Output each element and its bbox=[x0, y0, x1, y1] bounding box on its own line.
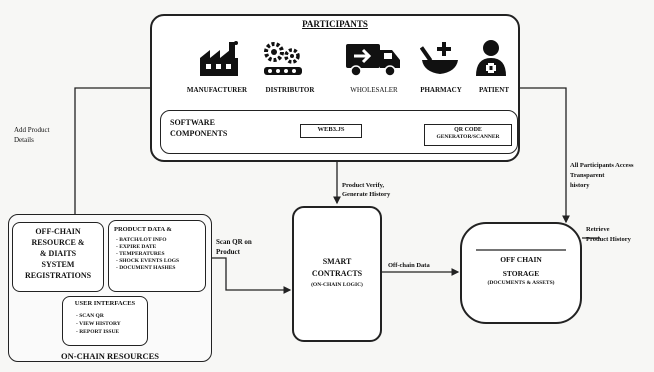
user-interface-item: - VIEW HISTORY bbox=[76, 321, 121, 327]
onchain-resources-label: ON-CHAIN RESOURCES bbox=[61, 351, 159, 361]
product-data-item: - EXPIRE DATE bbox=[116, 244, 157, 250]
smart-contracts-box bbox=[292, 206, 382, 342]
product-data-box bbox=[108, 220, 206, 292]
offchain-title-5: REGISTRATIONS bbox=[24, 271, 92, 280]
factory-icon bbox=[200, 41, 238, 76]
participant-label-distributor: DISTRIBUTOR bbox=[265, 86, 315, 94]
edge-label-add-product-1: Add Product bbox=[14, 126, 50, 134]
software-label-line2: COMPONENTS bbox=[170, 129, 228, 138]
edge-label-scan-qr-1: Scan QR on bbox=[216, 238, 252, 246]
software-label-line1: SOFTWARE bbox=[170, 118, 215, 127]
product-data-item: - TEMPERATURES bbox=[116, 251, 165, 257]
web3js-box bbox=[300, 124, 362, 138]
edge-add-product bbox=[71, 87, 150, 224]
mortar-pestle-icon bbox=[420, 42, 458, 74]
offchain-title-3: & DIAITS bbox=[39, 249, 77, 258]
storage-line1: OFF CHAIN bbox=[500, 255, 542, 264]
offchain-title-4: SYSTEM bbox=[41, 260, 75, 269]
product-data-title: PRODUCT DATA & bbox=[114, 226, 172, 233]
edge-label-all-participants-2: Transparent bbox=[570, 172, 605, 179]
edge-label-retrieve-1: Retrieve bbox=[586, 226, 610, 233]
participant-label-manufacturer: MANUFACTURER bbox=[186, 86, 248, 94]
product-data-item: - DOCUMENT HASHES bbox=[116, 265, 176, 271]
qr-label-line2: GENERATOR/SCANNER bbox=[436, 134, 500, 140]
participant-label-patient: PATIENT bbox=[478, 86, 510, 94]
offchain-resource-box bbox=[12, 222, 104, 292]
product-data-item: - SHOCK EVENTS LOGS bbox=[116, 258, 180, 264]
smart-contracts-line3: (ON-CHAIN LOGIC) bbox=[311, 282, 363, 288]
participant-label-wholesaler: WHOLESALER bbox=[350, 86, 398, 94]
edge-label-product-verify-1: Product Verify, bbox=[342, 182, 385, 189]
edge-label-add-product-2: Details bbox=[14, 136, 34, 144]
user-interfaces-title: USER INTERFACES bbox=[74, 300, 136, 307]
edge-label-product-verify-2: Generate History bbox=[342, 191, 391, 198]
storage-line2: STORAGE bbox=[502, 269, 540, 278]
user-interface-item: - REPORT ISSUE bbox=[76, 329, 120, 335]
qr-generator-box bbox=[424, 124, 512, 146]
user-interfaces-box bbox=[62, 296, 148, 346]
patient-icon bbox=[476, 40, 506, 76]
offchain-storage-box bbox=[460, 222, 582, 324]
edge-scan-qr bbox=[212, 257, 292, 294]
edge-label-scan-qr-2: Product bbox=[216, 248, 240, 256]
qr-label-line1: QR CODE bbox=[454, 127, 482, 133]
edge-all-participants bbox=[520, 87, 570, 224]
smart-contracts-line1: SMART bbox=[322, 257, 352, 266]
edge-label-all-participants-1: All Participants Access bbox=[570, 162, 634, 169]
gears-conveyor-icon bbox=[264, 42, 302, 75]
edge-label-retrieve-2: Product History bbox=[586, 236, 631, 243]
storage-line3: (DOCUMENTS & ASSETS) bbox=[487, 280, 555, 286]
edge-label-offchain-data: Off-chain Data bbox=[388, 262, 430, 269]
offchain-title-1: OFF-CHAIN bbox=[35, 227, 81, 236]
participant-label-pharmacy: PHARMACY bbox=[420, 86, 462, 94]
user-interface-item: - SCAN QR bbox=[76, 313, 104, 319]
delivery-truck-icon bbox=[346, 44, 400, 77]
product-data-item: - BATCH/LOT INFO bbox=[116, 237, 167, 243]
offchain-title-2: RESOURCE & bbox=[31, 238, 85, 247]
web3js-label: WEB3.JS bbox=[317, 126, 345, 133]
participants-title: PARTICIPANTS bbox=[302, 19, 368, 29]
edge-label-all-participants-3: history bbox=[570, 182, 590, 189]
smart-contracts-line2: CONTRACTS bbox=[311, 269, 363, 278]
